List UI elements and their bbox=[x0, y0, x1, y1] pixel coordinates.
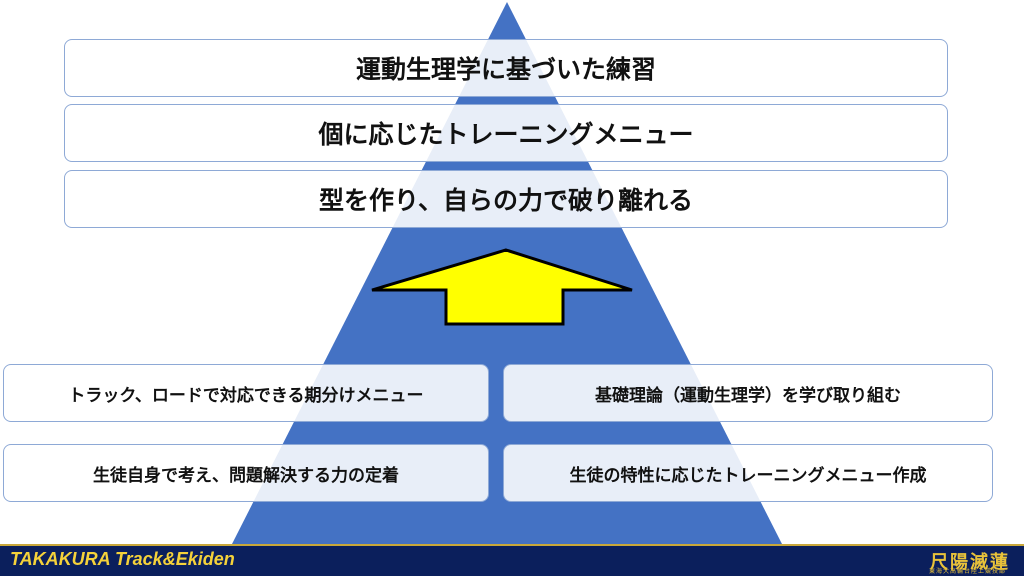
foundation-text-1: トラック、ロードで対応できる期分けメニュー bbox=[68, 385, 424, 406]
principle-text-3: 型を作り、自らの力で破り離れる bbox=[318, 186, 693, 215]
principle-box-3: 型を作り、自らの力で破り離れる bbox=[64, 170, 948, 228]
principle-text-1: 運動生理学に基づいた練習 bbox=[355, 55, 656, 84]
foundation-text-2: 基礎理論（運動生理学）を学び取り組む bbox=[595, 385, 901, 406]
footer-bar: TAKAKURA Track&Ekiden 尺陽滅蓮 東海大高輪台陸上競技部 bbox=[0, 544, 1024, 576]
footer-title: TAKAKURA Track&Ekiden bbox=[10, 549, 235, 569]
principle-box-2: 個に応じたトレーニングメニュー bbox=[64, 104, 948, 162]
foundation-text-4: 生徒の特性に応じたトレーニングメニュー作成 bbox=[569, 465, 927, 486]
foundation-box-4: 生徒の特性に応じたトレーニングメニュー作成 bbox=[503, 444, 993, 502]
team-logo-subtitle: 東海大高輪台陸上競技部 bbox=[928, 568, 1006, 575]
principle-box-1: 運動生理学に基づいた練習 bbox=[64, 39, 948, 97]
foundation-box-3: 生徒自身で考え、問題解決する力の定着 bbox=[3, 444, 489, 502]
foundation-box-2: 基礎理論（運動生理学）を学び取り組む bbox=[503, 364, 993, 422]
principle-text-2: 個に応じたトレーニングメニュー bbox=[318, 120, 694, 149]
team-logo: 尺陽滅蓮 bbox=[930, 552, 1010, 573]
up-arrow-icon bbox=[371, 248, 633, 326]
foundation-text-3: 生徒自身で考え、問題解決する力の定着 bbox=[93, 465, 399, 486]
foundation-box-1: トラック、ロードで対応できる期分けメニュー bbox=[3, 364, 489, 422]
